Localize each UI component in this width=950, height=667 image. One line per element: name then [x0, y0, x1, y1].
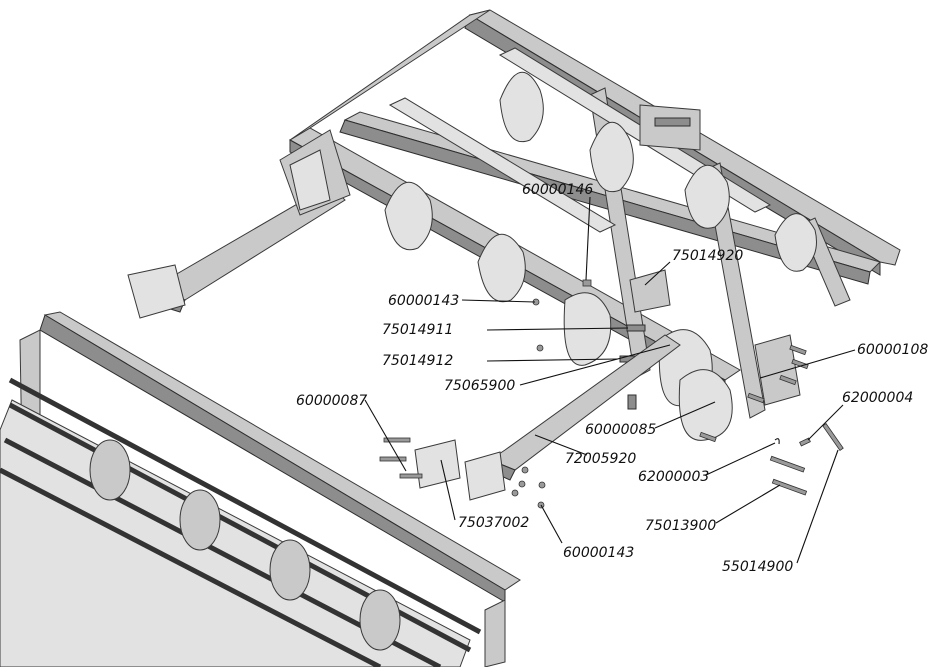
- label-72005920: 72005920: [565, 451, 636, 467]
- label-75037002: 75037002: [458, 515, 529, 531]
- label-75013900: 75013900: [645, 518, 716, 534]
- label-75065900: 75065900: [444, 378, 515, 394]
- label-60000087: 60000087: [296, 393, 367, 409]
- pins: [770, 424, 843, 495]
- label-60000146: 60000146: [522, 182, 593, 198]
- label-60000143-lower: 60000143: [563, 545, 634, 561]
- label-62000004: 62000004: [842, 390, 913, 406]
- label-75014920: 75014920: [672, 248, 743, 264]
- label-60000108: 60000108: [857, 342, 928, 358]
- label-75014912: 75014912: [382, 353, 453, 369]
- label-62000003: 62000003: [638, 469, 709, 485]
- label-60000143-upper: 60000143: [388, 293, 459, 309]
- label-55014900: 55014900: [722, 559, 793, 575]
- label-60000085: 60000085: [585, 422, 656, 438]
- label-75014911: 75014911: [382, 322, 453, 338]
